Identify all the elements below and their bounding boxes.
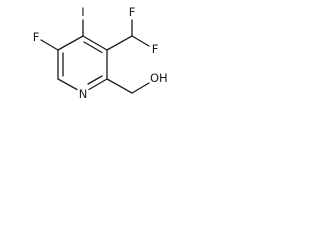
pyridine-ring bbox=[57, 35, 108, 91]
bond-chf2-f2 bbox=[131, 35, 150, 47]
bond-c4-c3 bbox=[82, 35, 108, 51]
atom-label-fluorine-top: F bbox=[129, 5, 136, 19]
bond-c3-chf2 bbox=[106, 35, 133, 51]
chemical-structure: I F F F N OH bbox=[33, 5, 168, 101]
bond-n-c6 bbox=[57, 78, 78, 91]
bond-c2-ch2 bbox=[106, 78, 133, 94]
substituent-bonds bbox=[40, 19, 150, 94]
bond-c2-n bbox=[88, 78, 108, 91]
bond-ch2-oh bbox=[131, 82, 150, 94]
atom-label-hydroxyl: OH bbox=[150, 71, 168, 85]
bond-c5-fluorine bbox=[40, 39, 59, 51]
atom-label-fluorine-right: F bbox=[152, 42, 159, 56]
atom-label-iodine: I bbox=[81, 5, 84, 19]
bond-c4-c3-double bbox=[83, 41, 103, 54]
bond-c2-n-double bbox=[87, 75, 103, 85]
atom-label-nitrogen: N bbox=[79, 87, 88, 101]
bond-c5-c4 bbox=[57, 35, 84, 51]
atom-label-fluorine-ring: F bbox=[33, 30, 40, 44]
